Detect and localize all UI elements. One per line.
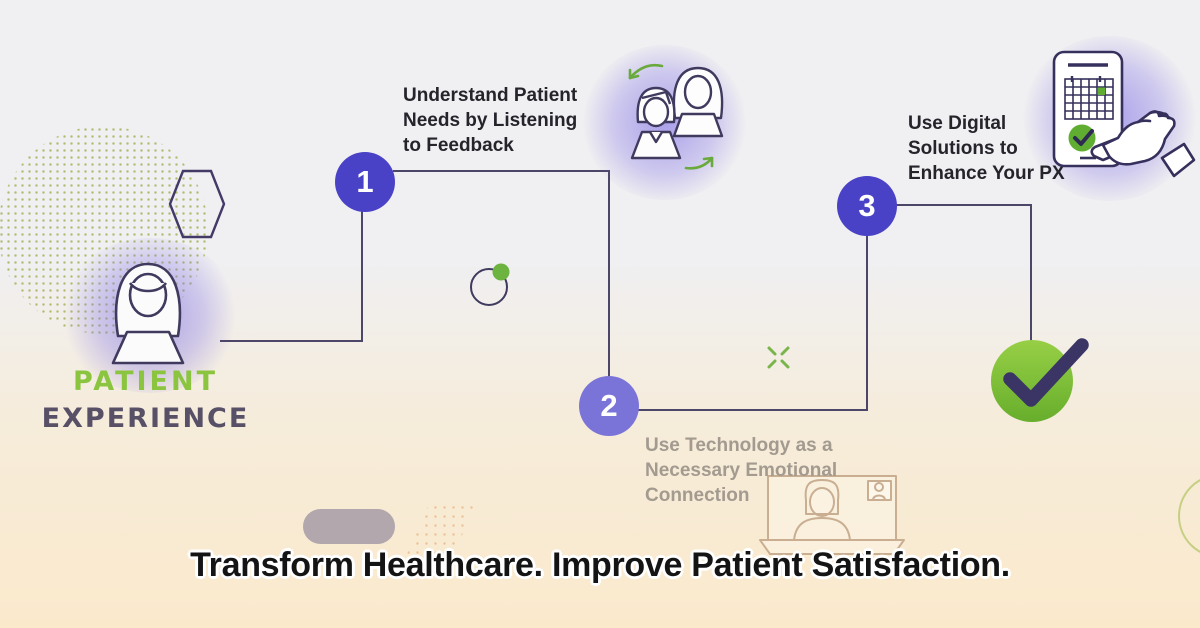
digital-solution-phone-icon <box>1038 46 1196 188</box>
connector-step2-right <box>637 409 868 411</box>
connector-avatar-to-step1 <box>220 340 363 342</box>
step3-number: 3 <box>858 188 876 223</box>
patient-avatar-icon <box>94 250 202 365</box>
hexagon-icon <box>168 168 226 240</box>
step2-label: Use Technology as a Necessary Emotional … <box>645 435 838 506</box>
step3-number-badge: 3 <box>837 176 897 236</box>
connector-to-check <box>1030 204 1032 344</box>
connector-step3-right <box>895 204 1032 206</box>
brand-line-1: PATIENT <box>72 366 219 397</box>
step1-number: 1 <box>356 164 374 199</box>
feedback-people-icon <box>598 56 726 188</box>
step1-number-badge: 1 <box>335 152 395 212</box>
brand-line-2: EXPERIENCE <box>41 403 250 434</box>
green-cross-decoration <box>765 344 792 371</box>
connector-step1-down <box>361 210 363 342</box>
step2-number-badge: 2 <box>579 376 639 436</box>
headline: Transform Healthcare. Improve Patient Sa… <box>190 546 1010 584</box>
step2-number: 2 <box>600 388 618 423</box>
laptop-videocall-icon <box>756 474 908 562</box>
pill-decoration <box>303 509 395 544</box>
step3-label: Use Digital Solutions to Enhance Your PX <box>908 113 1065 184</box>
circle-dot-decoration <box>467 260 515 308</box>
brand-title: PATIENT EXPERIENCE <box>8 366 283 434</box>
green-check-icon <box>985 328 1097 432</box>
connector-to-step3 <box>866 235 868 411</box>
connector-step1-right <box>393 170 610 172</box>
step1-label: Understand Patient Needs by Listening to… <box>403 85 578 156</box>
connector-to-step2 <box>608 170 610 378</box>
